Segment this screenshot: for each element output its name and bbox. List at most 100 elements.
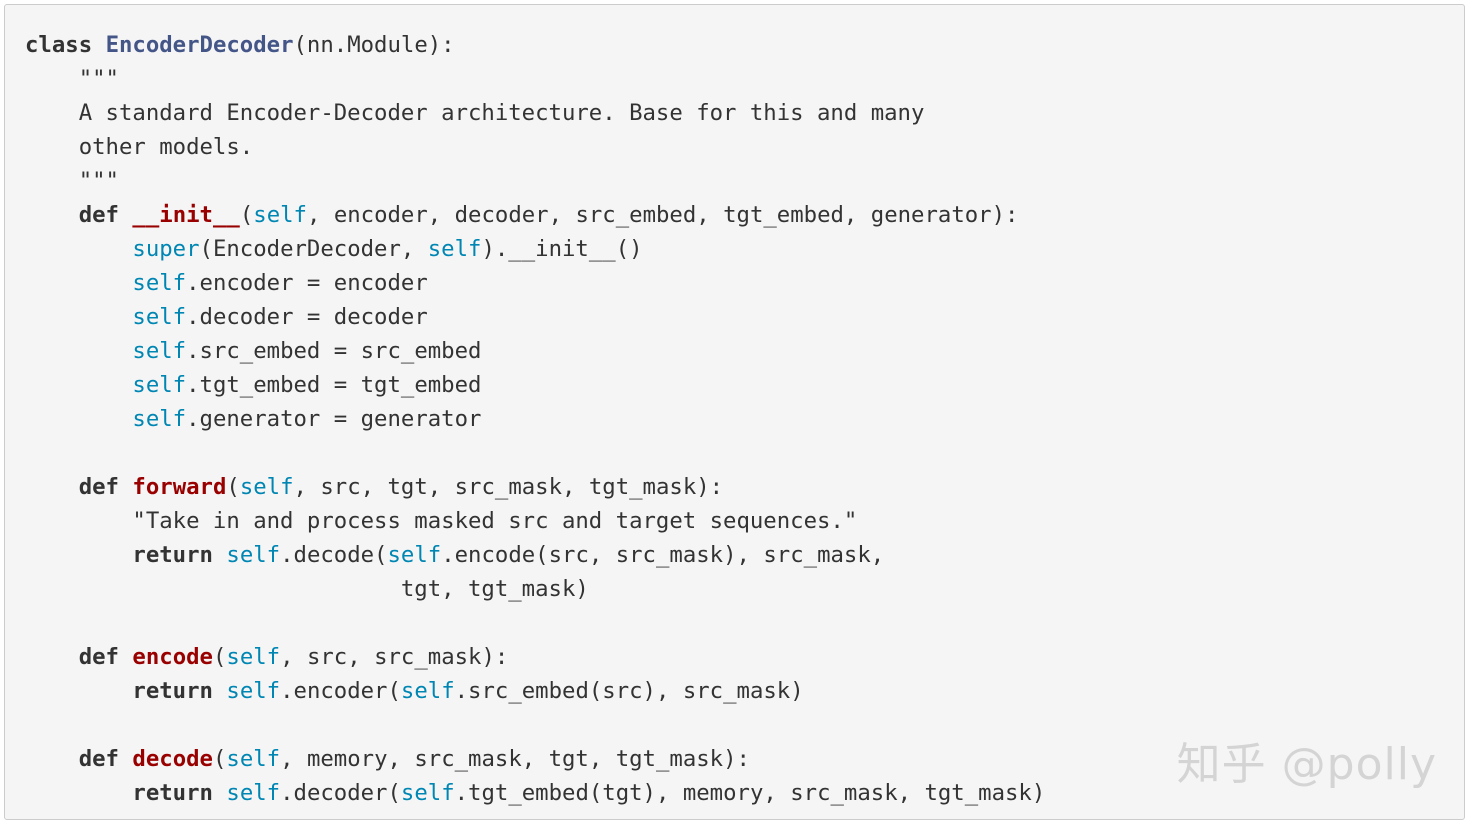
code-token: self [400, 678, 455, 704]
code-token: , encoder, decoder, src_embed, tgt_embed… [306, 202, 1019, 228]
code-token: other models. [25, 134, 254, 160]
code-line: return self.decode(self.encode(src, src_… [25, 538, 1464, 572]
code-token: def [78, 644, 119, 670]
code-token: .generator = generator [186, 406, 482, 432]
code-token [213, 678, 226, 704]
code-token [213, 780, 226, 806]
code-line: other models. [25, 130, 1464, 164]
code-line [25, 436, 1464, 470]
code-token: .tgt_embed(tgt), memory, src_mask, tgt_m… [454, 780, 1046, 806]
code-line: """ [25, 62, 1464, 96]
code-line: def decode(self, memory, src_mask, tgt, … [25, 742, 1464, 776]
code-token: self [132, 304, 187, 330]
code-token: A standard Encoder-Decoder architecture.… [25, 100, 925, 126]
code-token: (nn.Module): [293, 32, 455, 58]
code-line: self.decoder = decoder [25, 300, 1464, 334]
code-token: tgt, tgt_mask) [25, 576, 589, 602]
code-token [25, 406, 132, 432]
code-token: self [132, 406, 187, 432]
code-token: , memory, src_mask, tgt, tgt_mask): [280, 746, 750, 772]
code-listing: class EncoderDecoder(nn.Module): """ A s… [25, 28, 1464, 810]
code-token: self [226, 678, 281, 704]
code-token: self [226, 746, 281, 772]
code-token: super [132, 236, 200, 262]
code-token [25, 372, 132, 398]
code-token: return [132, 678, 213, 704]
code-token: class [25, 32, 93, 58]
code-token: self [226, 542, 281, 568]
code-token: (EncoderDecoder, [199, 236, 428, 262]
code-token: .src_embed = src_embed [186, 338, 482, 364]
code-token [92, 32, 105, 58]
code-line [25, 606, 1464, 640]
code-token: encode [132, 644, 213, 670]
code-token: self [226, 644, 281, 670]
code-line: self.tgt_embed = tgt_embed [25, 368, 1464, 402]
code-token [25, 678, 132, 704]
code-token: self [387, 542, 442, 568]
code-line: return self.decoder(self.tgt_embed(tgt),… [25, 776, 1464, 810]
code-token: "Take in and process masked src and targ… [25, 508, 858, 534]
code-token: ( [239, 202, 254, 228]
code-token [119, 644, 132, 670]
code-token: self [132, 372, 187, 398]
watermark: 知乎 @polly [1176, 739, 1437, 790]
code-line: return self.encoder(self.src_embed(src),… [25, 674, 1464, 708]
code-line: super(EncoderDecoder, self).__init__() [25, 232, 1464, 266]
code-token [25, 474, 79, 500]
code-token: , src, src_mask): [280, 644, 509, 670]
code-token: def [78, 474, 119, 500]
code-token: .decoder( [280, 780, 401, 806]
code-token: """ [25, 168, 119, 194]
code-token: , src, tgt, src_mask, tgt_mask): [293, 474, 724, 500]
code-line: class EncoderDecoder(nn.Module): [25, 28, 1464, 62]
code-token [25, 746, 79, 772]
code-token [25, 542, 132, 568]
code-token [25, 236, 132, 262]
code-line: self.generator = generator [25, 402, 1464, 436]
code-line: self.encoder = encoder [25, 266, 1464, 300]
code-token [119, 746, 132, 772]
code-token: self [132, 270, 187, 296]
code-token [25, 644, 79, 670]
code-token: forward [132, 474, 227, 500]
code-token: self [427, 236, 482, 262]
code-token: self [253, 202, 307, 228]
code-token: .encoder( [280, 678, 401, 704]
code-token: .encode(src, src_mask), src_mask, [441, 542, 885, 568]
code-token: return [132, 542, 213, 568]
code-token: self [132, 338, 187, 364]
code-line: "Take in and process masked src and targ… [25, 504, 1464, 538]
code-token: ( [226, 474, 240, 500]
code-token [119, 474, 132, 500]
code-line: tgt, tgt_mask) [25, 572, 1464, 606]
code-token: ( [212, 746, 227, 772]
code-line: self.src_embed = src_embed [25, 334, 1464, 368]
code-token: self [226, 780, 281, 806]
code-token: .decoder = decoder [186, 304, 428, 330]
code-token: def [78, 746, 119, 772]
code-token [25, 202, 79, 228]
code-token: .src_embed(src), src_mask) [454, 678, 804, 704]
code-line: def __init__(self, encoder, decoder, src… [25, 198, 1464, 232]
code-token: self [400, 780, 455, 806]
code-line: A standard Encoder-Decoder architecture.… [25, 96, 1464, 130]
code-token [25, 270, 132, 296]
code-token: decode [132, 746, 213, 772]
code-line: def encode(self, src, src_mask): [25, 640, 1464, 674]
code-block: class EncoderDecoder(nn.Module): """ A s… [4, 4, 1465, 820]
code-token: .decode( [280, 542, 388, 568]
code-token: .tgt_embed = tgt_embed [186, 372, 482, 398]
code-line: def forward(self, src, tgt, src_mask, tg… [25, 470, 1464, 504]
code-token [119, 202, 132, 228]
code-token: ( [212, 644, 227, 670]
code-token: def [78, 202, 119, 228]
code-token: __init__ [132, 202, 240, 228]
code-token: """ [25, 66, 119, 92]
code-token: ).__init__() [481, 236, 643, 262]
code-token [213, 542, 226, 568]
code-token: .encoder = encoder [186, 270, 428, 296]
code-line: """ [25, 164, 1464, 198]
code-token [25, 304, 132, 330]
code-token [25, 338, 132, 364]
